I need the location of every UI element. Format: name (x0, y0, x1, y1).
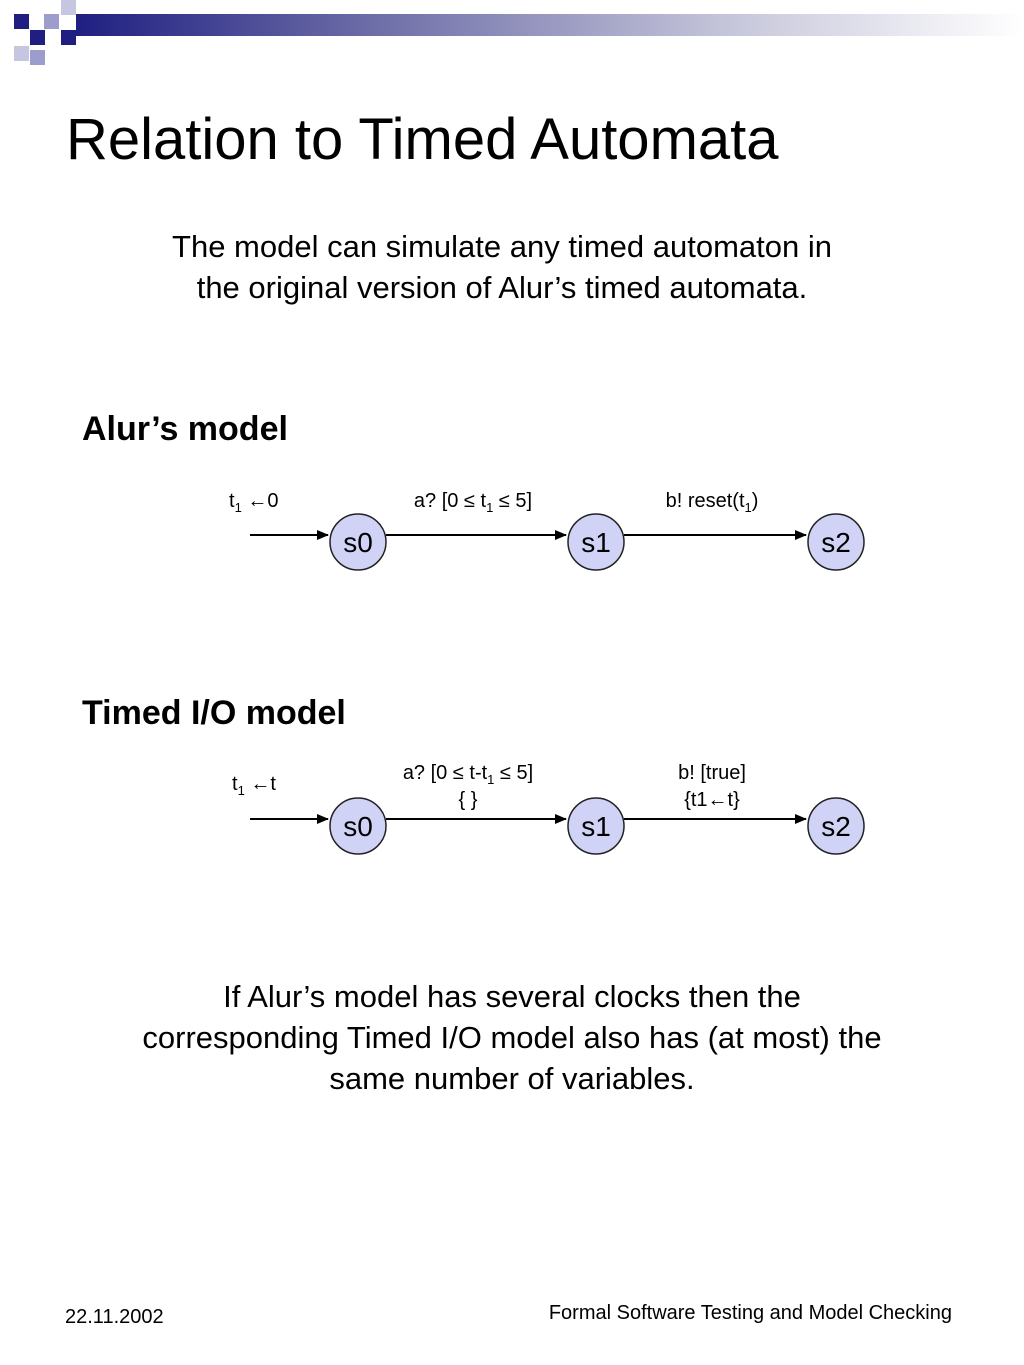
note-line: If Alur’s model has several clocks then … (223, 979, 801, 1014)
state-label: s1 (581, 811, 611, 842)
subtitle-line: the original version of Alur’s timed aut… (196, 270, 808, 305)
state-s1 (567, 797, 625, 855)
header-square (61, 30, 76, 45)
header-square (30, 50, 45, 65)
state-label: s0 (343, 527, 373, 558)
header-square (44, 14, 59, 29)
footer-date: 22.11.2002 (65, 1306, 164, 1328)
subtitle-line: The model can simulate any timed automat… (172, 229, 832, 264)
note-line: corresponding Timed I/O model also has (… (142, 1020, 882, 1055)
edge-update-s0-s1: { } (459, 789, 478, 811)
state-s1 (567, 513, 625, 571)
alur-model-diagram: t1 ←0 a? [0 ≤ t1 ≤ 5] b! reset(t1) s0 s1… (200, 480, 900, 600)
note-line: same number of variables. (329, 1061, 695, 1096)
edge-label-s0-s1: a? [0 ≤ t-t1 ≤ 5] (403, 762, 533, 787)
header-gradient-bar (76, 14, 1024, 36)
state-label: s2 (821, 811, 851, 842)
header-square (14, 46, 29, 61)
footer-course-title: Formal Software Testing and Model Checki… (548, 1302, 952, 1324)
state-label: s0 (343, 811, 373, 842)
state-label: s1 (581, 527, 611, 558)
closing-note: If Alur’s model has several clocks then … (70, 976, 954, 1099)
header-square (14, 14, 29, 29)
slide-header-decoration (0, 0, 1024, 70)
slide-title: Relation to Timed Automata (66, 107, 779, 172)
timed-io-model-heading: Timed I/O model (82, 694, 346, 732)
state-s0 (329, 797, 387, 855)
timed-io-model-diagram: t1 ←t a? [0 ≤ t-t1 ≤ 5] { } b! [true] {t… (200, 758, 900, 878)
edge-label-s0-s1: a? [0 ≤ t1 ≤ 5] (414, 490, 532, 515)
initial-clock-label: t1 ←0 (229, 490, 278, 515)
slide-subtitle: The model can simulate any timed automat… (0, 226, 1004, 308)
edge-label-s1-s2: b! reset(t1) (666, 490, 759, 515)
edge-update-s1-s2: {t1←t} (684, 789, 740, 811)
state-label: s2 (821, 527, 851, 558)
state-s2 (807, 797, 865, 855)
header-square (61, 0, 76, 15)
state-s2 (807, 513, 865, 571)
edge-label-s1-s2: b! [true] (678, 762, 746, 784)
state-s0 (329, 513, 387, 571)
initial-clock-label: t1 ←t (232, 773, 276, 798)
alur-model-heading: Alur’s model (82, 410, 288, 448)
header-square (30, 30, 45, 45)
